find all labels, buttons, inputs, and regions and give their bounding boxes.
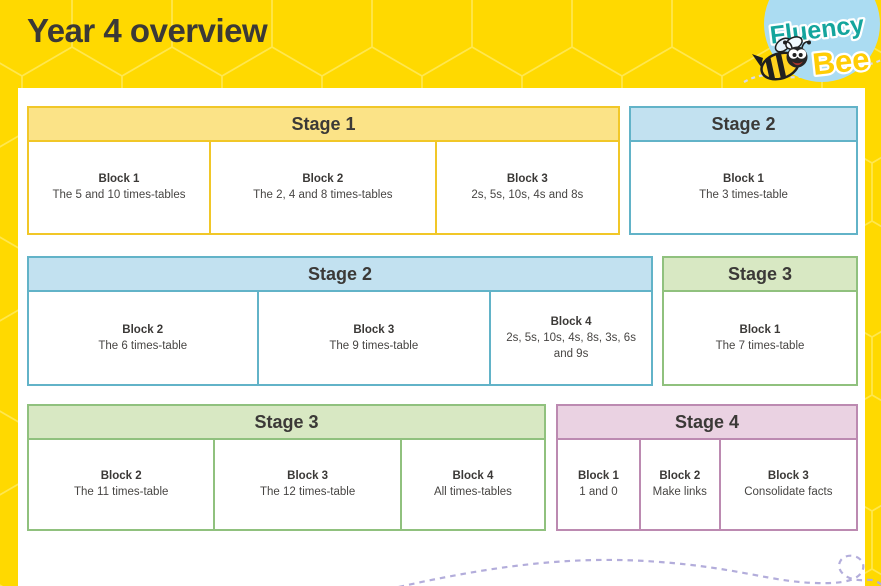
block-cell: Block 1 The 5 and 10 times-tables (29, 142, 211, 233)
block-title: Block 3 (353, 323, 395, 336)
stage-4-table: Stage 4 Block 1 1 and 0 Block 2 Make lin… (556, 404, 858, 531)
block-title: Block 1 (98, 173, 140, 186)
block-cell: Block 4 All times-tables (402, 440, 544, 529)
block-desc: All times-tables (433, 486, 512, 499)
block-cell: Block 2 The 2, 4 and 8 times-tables (211, 142, 437, 233)
block-cell: Block 1 The 7 times-table (664, 292, 856, 384)
block-desc: Make links (652, 486, 707, 499)
block-title: Block 3 (287, 470, 329, 483)
stage-3-table-a: Stage 3 Block 1 The 7 times-table (662, 256, 858, 386)
block-desc: The 12 times-table (260, 486, 356, 499)
logo-word-bee: Bee (811, 41, 871, 82)
block-cell: Block 2 The 6 times-table (29, 292, 259, 384)
stage-2-header: Stage 2 (631, 108, 856, 142)
block-desc: 2s, 5s, 10s, 4s and 8s (471, 189, 584, 202)
block-desc: Consolidate facts (744, 486, 833, 499)
stage-3-table-b: Stage 3 Block 2 The 11 times-table Block… (27, 404, 546, 531)
block-cell: Block 3 Consolidate facts (721, 440, 856, 529)
block-cell: Block 4 2s, 5s, 10s, 4s, 8s, 3s, 6s and … (491, 292, 651, 384)
block-cell: Block 2 Make links (641, 440, 721, 529)
stage-1-header: Stage 1 (29, 108, 618, 142)
block-desc: 2s, 5s, 10s, 4s, 8s, 3s, 6s and 9s (506, 332, 636, 360)
stage-2-table-a: Stage 2 Block 1 The 3 times-table (629, 106, 858, 235)
page-title: Year 4 overview (27, 12, 268, 49)
stage-3-header: Stage 3 (664, 258, 856, 292)
stage-1-table: Stage 1 Block 1 The 5 and 10 times-table… (27, 106, 620, 235)
block-title: Block 1 (577, 470, 619, 483)
block-desc: The 3 times-table (699, 189, 788, 202)
stage-4-header: Stage 4 (558, 406, 856, 440)
stage-2-header: Stage 2 (29, 258, 651, 292)
block-title: Block 1 (723, 173, 764, 186)
block-desc: The 2, 4 and 8 times-tables (253, 189, 393, 202)
block-title: Block 2 (659, 470, 701, 483)
block-cell: Block 3 The 9 times-table (259, 292, 492, 384)
block-title: Block 3 (767, 470, 809, 483)
block-title: Block 2 (302, 173, 344, 186)
block-cell: Block 3 The 12 times-table (215, 440, 402, 529)
block-cell: Block 3 2s, 5s, 10s, 4s and 8s (437, 142, 618, 233)
block-title: Block 4 (452, 470, 494, 483)
block-title: Block 2 (100, 470, 142, 483)
block-title: Block 3 (506, 173, 548, 186)
block-cell: Block 2 The 11 times-table (29, 440, 216, 529)
block-desc: The 9 times-table (329, 339, 419, 352)
block-desc: The 11 times-table (74, 486, 169, 499)
stage-3-header: Stage 3 (29, 406, 544, 440)
bee-icon (752, 36, 811, 83)
block-desc: The 5 and 10 times-tables (52, 189, 186, 202)
block-cell: Block 1 The 3 times-table (631, 142, 856, 233)
block-desc: The 7 times-table (715, 339, 805, 352)
block-title: Block 2 (122, 323, 164, 336)
block-cell: Block 1 1 and 0 (558, 440, 641, 529)
block-title: Block 1 (739, 323, 781, 336)
bee-trail-bottom-icon (397, 554, 881, 586)
fluency-bee-logo: Fluency Bee (752, 0, 881, 100)
stage-2-table-b: Stage 2 Block 2 The 6 times-table Block … (27, 256, 653, 386)
block-desc: The 6 times-table (98, 339, 188, 352)
block-title: Block 4 (550, 315, 592, 328)
block-desc: 1 and 0 (579, 486, 618, 499)
